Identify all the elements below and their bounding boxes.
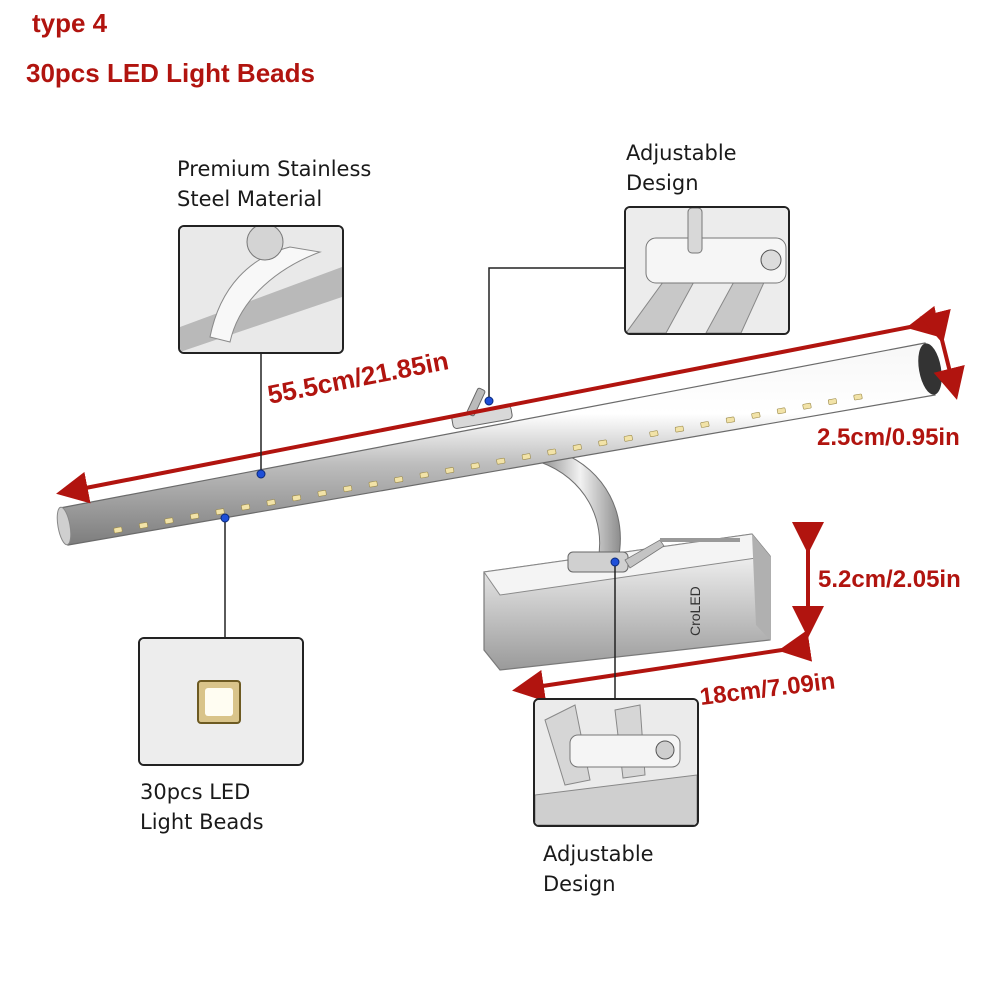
led-bead <box>853 393 863 401</box>
adjustable-bottom-caption-line1: Adjustable <box>543 842 654 866</box>
led-bead <box>521 453 531 460</box>
led-bead <box>164 517 174 525</box>
led-bead <box>292 494 302 502</box>
led-bead <box>623 435 633 442</box>
led-bead <box>776 407 786 415</box>
brand-mark: CroLED <box>687 586 703 636</box>
led-bead <box>802 402 812 410</box>
led-bead <box>725 416 735 424</box>
adjustable-bottom-caption-line2: Design <box>543 872 616 896</box>
length-arrow <box>56 305 941 504</box>
tube-diameter-arrow <box>919 308 965 400</box>
led-bead <box>572 444 582 451</box>
led-caption-line1: 30pcs LED <box>140 780 251 804</box>
material-caption-line2: Steel Material <box>177 187 323 211</box>
led-bead <box>317 490 327 497</box>
subtitle: 30pcs LED Light Beads <box>26 58 315 88</box>
box-height-label: 5.2cm/2.05in <box>818 566 961 593</box>
type-label: type 4 <box>32 8 108 38</box>
led-bead <box>470 462 480 470</box>
adjustable-top-inset <box>624 206 790 335</box>
led-bead <box>138 522 149 529</box>
led-bead <box>598 439 608 447</box>
led-bead <box>394 476 404 483</box>
led-bead <box>190 512 200 520</box>
led-bead <box>751 412 761 419</box>
led-bead <box>547 448 557 456</box>
support-arm <box>538 451 621 561</box>
material-inset <box>178 225 344 354</box>
led-bead <box>496 457 506 465</box>
wall-box: CroLED <box>483 533 771 671</box>
leader-dots <box>220 396 620 567</box>
adjustable-top-caption-line2: Design <box>626 171 699 195</box>
led-caption-line2: Light Beads <box>140 810 264 834</box>
led-bead <box>445 467 455 474</box>
led-bead <box>215 508 225 515</box>
led-bead <box>419 471 429 479</box>
light-bar <box>56 342 942 546</box>
tube-diameter-label: 2.5cm/0.95in <box>817 424 960 451</box>
leader-lines <box>224 267 624 698</box>
led-bead <box>700 421 710 428</box>
led-bead <box>649 430 659 437</box>
led-bead-inset <box>138 637 304 766</box>
adjustable-top-caption-line1: Adjustable <box>626 141 737 165</box>
led-bead <box>368 480 378 488</box>
led-bead <box>343 485 353 492</box>
led-bead <box>241 503 251 511</box>
box-width-arrow <box>512 630 813 702</box>
led-bead <box>113 526 123 534</box>
led-bead <box>827 398 838 405</box>
material-caption-line1: Premium Stainless <box>177 157 372 181</box>
led-bead <box>674 425 684 433</box>
adjustable-bottom-inset <box>533 698 699 827</box>
led-bead <box>266 499 276 506</box>
